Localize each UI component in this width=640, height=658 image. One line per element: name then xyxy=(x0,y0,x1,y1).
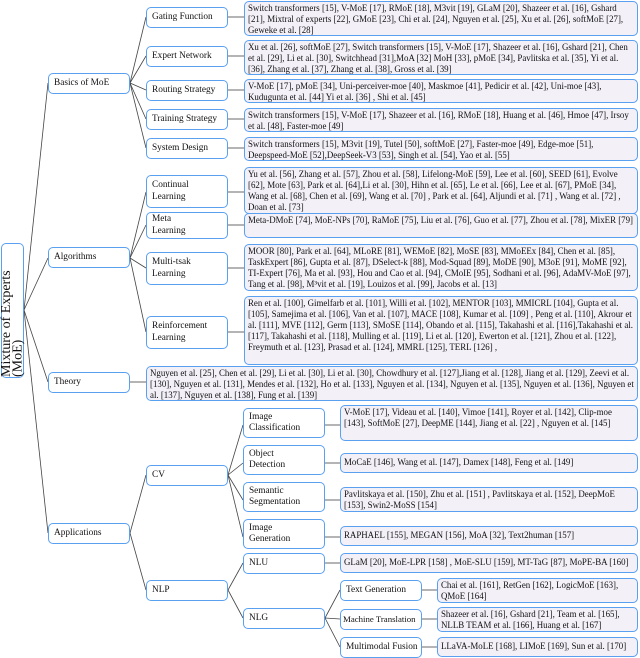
leaf-training-strategy-refs: Switch transformers [15], V-MoE [17], Sh… xyxy=(244,108,638,132)
refs-text: MOOR [80], Park et al. [64], MLoRE [81],… xyxy=(248,246,631,290)
refs-text: Xu et al. [26], softMoE [27], Switch tra… xyxy=(248,42,628,75)
node-theory: Theory xyxy=(48,372,130,393)
leaf-multimodal-fusion-refs: LLaVA-MoLE [168], LIMoE [169], Sun et al… xyxy=(437,637,638,657)
refs-text: Switch transformers [15], V-MoE [17], Sh… xyxy=(248,110,629,132)
leaf-routing-strategy-refs: V-MoE [17], pMoE [34], Uni-perceiver-moe… xyxy=(244,79,638,103)
node-cv: CV xyxy=(146,465,228,486)
refs-text: LLaVA-MoLE [168], LIMoE [169], Sun et al… xyxy=(441,641,627,652)
node-nlg: NLG xyxy=(243,608,325,629)
refs-text: Switch transformers [15], M3vit [19], Tu… xyxy=(248,139,594,161)
node-basics-of-moe: Basics of MoE xyxy=(48,73,130,94)
leaf-semantic-segmentation-refs: Pavlitskaya et al. [150], Zhu et al. [15… xyxy=(340,487,638,512)
refs-text: RAPHAEL [155], MEGAN [156], MoA [32], Te… xyxy=(344,530,575,541)
refs-text: V-MoE [17], pMoE [34], Uni-perceiver-moe… xyxy=(248,81,602,103)
leaf-reinforcement-learning-refs: Ren et al. [100], Gimelfarb et al. [101]… xyxy=(244,296,638,365)
leaf-nlu-refs: GLaM [20], MoE-LPR [158] , MoE-SLU [159]… xyxy=(340,553,638,573)
node-multi-task-learning: Multi-tsak Learning xyxy=(146,252,228,285)
node-nlp: NLP xyxy=(146,580,228,601)
node-text-generation: Text Generation xyxy=(340,580,422,601)
root-label: Mixture of Experts (MoE) xyxy=(0,270,26,377)
refs-text: V-MoE [17], Videau et al. [140], Vimoe [… xyxy=(344,407,612,429)
node-label: Reinforcement Learning xyxy=(152,321,208,343)
node-routing-strategy: Routing Strategy xyxy=(146,80,228,101)
leaf-gating-function-refs: Switch transformers [15], V-MoE [17], RM… xyxy=(244,1,638,36)
refs-text: MoCaE [146], Wang et al. [147], Damex [1… xyxy=(344,457,574,468)
node-label: Continual Learning xyxy=(152,180,189,202)
refs-text: Shazeer et al. [16], Gshard [21], Team e… xyxy=(441,609,620,631)
node-label: Training Strategy xyxy=(152,113,217,124)
node-label: Gating Function xyxy=(152,11,213,22)
node-gating-function: Gating Function xyxy=(146,7,228,28)
leaf-theory-refs: Nguyen et al. [25], Chen et al. [29], Li… xyxy=(146,366,638,401)
node-label: Object Detection xyxy=(249,448,286,470)
node-label: Meta Learning xyxy=(152,214,186,236)
refs-text: GLaM [20], MoE-LPR [158] , MoE-SLU [159]… xyxy=(344,557,629,568)
node-system-design: System Design xyxy=(146,138,228,159)
node-label: Routing Strategy xyxy=(152,84,216,95)
node-machine-translation: Machine Translation xyxy=(340,609,422,630)
leaf-text-generation-refs: Chai et al. [161], RetGen [162], LogicMo… xyxy=(437,578,638,603)
node-label: System Design xyxy=(152,142,209,153)
leaf-object-detection-refs: MoCaE [146], Wang et al. [147], Damex [1… xyxy=(340,453,638,473)
refs-text: Meta-DMoE [74], MoE-NPs [70], RaMoE [75]… xyxy=(248,215,633,225)
leaf-image-classification-refs: V-MoE [17], Videau et al. [140], Vimoe [… xyxy=(340,405,638,441)
leaf-multi-task-learning-refs: MOOR [80], Park et al. [64], MLoRE [81],… xyxy=(244,244,638,291)
leaf-image-generation-refs: RAPHAEL [155], MEGAN [156], MoA [32], Te… xyxy=(340,526,638,546)
node-reinforcement-learning: Reinforcement Learning xyxy=(146,316,228,349)
refs-text: Yu et al. [56], Zhang et al. [57], Zhou … xyxy=(248,169,621,213)
node-image-classification: Image Classification xyxy=(243,408,325,438)
node-label: Image Generation xyxy=(249,522,291,544)
node-label: NLG xyxy=(249,612,269,623)
leaf-continual-learning-refs: Yu et al. [56], Zhang et al. [57], Zhou … xyxy=(244,167,638,214)
node-label: Image Classification xyxy=(249,411,301,433)
node-label: Theory xyxy=(54,376,81,387)
node-expert-network: Expert Network xyxy=(146,46,228,67)
node-label: Multimodal Fusion xyxy=(346,641,418,652)
refs-text: Nguyen et al. [25], Chen et al. [29], Li… xyxy=(150,368,634,401)
node-multimodal-fusion: Multimodal Fusion xyxy=(340,637,422,658)
node-label: Basics of MoE xyxy=(54,77,110,88)
leaf-system-design-refs: Switch transformers [15], M3vit [19], Tu… xyxy=(244,137,638,161)
node-algorithms: Algorithms xyxy=(48,247,130,268)
node-label: CV xyxy=(152,469,165,480)
node-label: Machine Translation xyxy=(343,613,416,624)
node-object-detection: Object Detection xyxy=(243,445,325,475)
node-label: NLU xyxy=(249,557,269,568)
refs-text: Chai et al. [161], RetGen [162], LogicMo… xyxy=(441,580,619,602)
leaf-expert-network-refs: Xu et al. [26], softMoE [27], Switch tra… xyxy=(244,40,638,75)
refs-text: Pavlitskaya et al. [150], Zhu et al. [15… xyxy=(344,489,615,511)
node-nlu: NLU xyxy=(243,553,325,574)
node-label: Multi-tsak Learning xyxy=(152,257,191,279)
refs-text: Ren et al. [100], Gimelfarb et al. [101]… xyxy=(248,298,633,353)
node-training-strategy: Training Strategy xyxy=(146,109,228,130)
leaf-meta-learning-refs: Meta-DMoE [74], MoE-NPs [70], RaMoE [75]… xyxy=(244,213,638,238)
refs-text: Switch transformers [15], V-MoE [17], RM… xyxy=(248,3,624,36)
node-meta-learning: Meta Learning xyxy=(146,212,228,239)
node-label: Semantic Segmentation xyxy=(249,485,301,507)
root-node: Mixture of Experts (MoE) xyxy=(0,243,26,378)
node-continual-learning: Continual Learning xyxy=(146,175,228,208)
node-label: Text Generation xyxy=(346,584,407,595)
node-label: Expert Network xyxy=(152,50,212,61)
node-applications: Applications xyxy=(48,523,130,544)
node-label: Applications xyxy=(54,527,102,538)
node-image-generation: Image Generation xyxy=(243,519,325,549)
node-semantic-segmentation: Semantic Segmentation xyxy=(243,482,325,512)
node-label: NLP xyxy=(152,584,170,595)
node-label: Algorithms xyxy=(54,251,97,262)
leaf-machine-translation-refs: Shazeer et al. [16], Gshard [21], Team e… xyxy=(437,607,638,632)
